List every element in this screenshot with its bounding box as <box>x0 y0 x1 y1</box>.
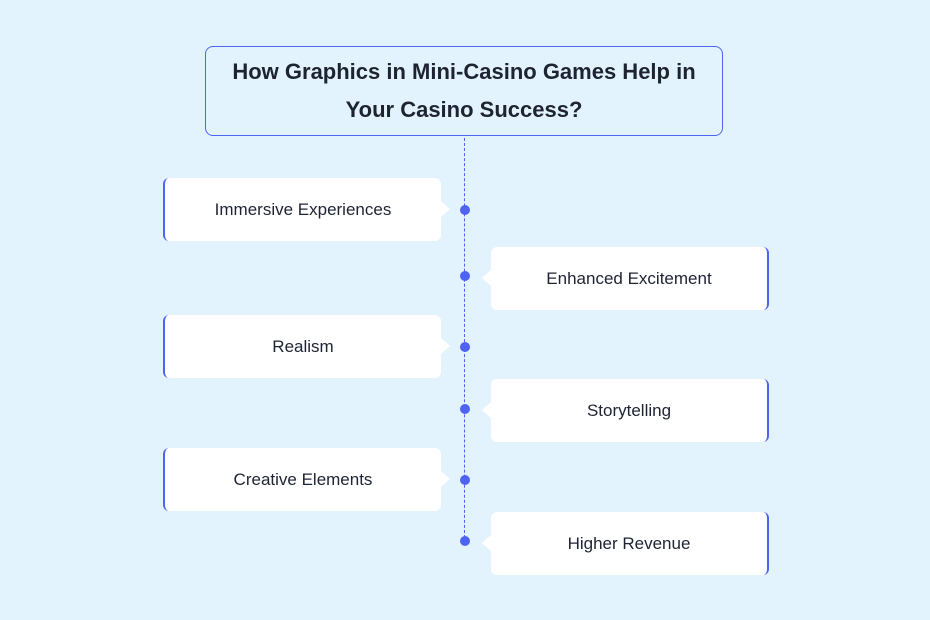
item-storytelling: Storytelling <box>482 379 769 442</box>
timeline-connector <box>464 138 465 543</box>
item-enhanced-excitement: Enhanced Excitement <box>482 247 769 310</box>
timeline-dot <box>460 205 470 215</box>
item-creative-elements: Creative Elements <box>163 448 450 511</box>
timeline-dot <box>460 404 470 414</box>
item-realism: Realism <box>163 315 450 378</box>
diagram-title: How Graphics in Mini-Casino Games Help i… <box>205 46 723 136</box>
timeline-dot <box>460 271 470 281</box>
item-higher-revenue: Higher Revenue <box>482 512 769 575</box>
timeline-dot <box>460 342 470 352</box>
timeline-dot <box>460 475 470 485</box>
item-immersive-experiences: Immersive Experiences <box>163 178 450 241</box>
timeline-dot <box>460 536 470 546</box>
